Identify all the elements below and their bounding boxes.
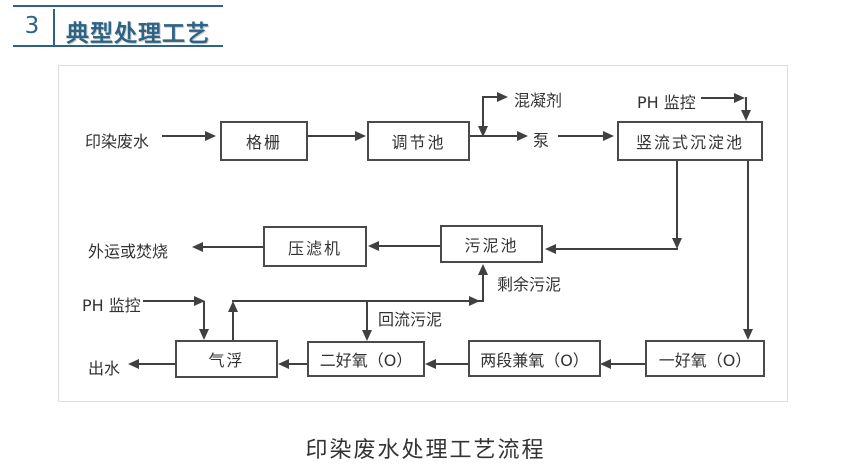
flow-line bbox=[747, 160, 749, 330]
flow-line bbox=[308, 135, 356, 137]
header-section-number: 3 bbox=[24, 13, 40, 39]
box-secondary-aerobic: 二好氧（O） bbox=[307, 341, 425, 377]
label-influent: 印染废水 bbox=[85, 132, 150, 151]
flow-line bbox=[135, 363, 175, 365]
flow-line bbox=[143, 300, 197, 302]
flow-line bbox=[558, 135, 604, 137]
box-sludge-tank: 污泥池 bbox=[440, 225, 543, 263]
box-primary-aerobic: 一好氧（O） bbox=[645, 340, 765, 377]
box-two-stage-facultative: 两段兼氧（O） bbox=[468, 340, 601, 377]
flow-line bbox=[232, 300, 484, 302]
flow-line bbox=[470, 135, 518, 137]
arrowhead bbox=[199, 329, 209, 340]
arrowhead bbox=[600, 359, 611, 369]
label-effluent: 出水 bbox=[88, 359, 121, 378]
arrowhead bbox=[278, 359, 289, 369]
arrowhead bbox=[194, 296, 205, 306]
arrowhead bbox=[425, 359, 436, 369]
arrowhead bbox=[741, 110, 751, 121]
box-air-flotation: 气浮 bbox=[175, 340, 278, 378]
arrowhead bbox=[545, 244, 556, 254]
arrowhead bbox=[355, 131, 366, 141]
arrowhead bbox=[743, 329, 753, 340]
label-excess-sludge: 剩余污泥 bbox=[497, 275, 562, 294]
arrowhead bbox=[228, 301, 238, 312]
flow-line bbox=[366, 302, 368, 331]
arrowhead bbox=[469, 296, 480, 306]
flow-line bbox=[372, 245, 440, 247]
label-ph-monitor-top: PH 监控 bbox=[637, 93, 696, 112]
arrowhead bbox=[603, 131, 614, 141]
flow-line bbox=[198, 246, 263, 248]
flow-line bbox=[701, 97, 737, 99]
arrowhead bbox=[517, 131, 528, 141]
flow-line bbox=[482, 97, 484, 126]
flow-line bbox=[430, 363, 468, 365]
flow-line bbox=[676, 160, 678, 239]
flow-line bbox=[482, 274, 484, 301]
flow-line bbox=[203, 301, 205, 330]
label-ph-monitor-bottom: PH 监控 bbox=[82, 296, 141, 315]
arrowhead bbox=[128, 359, 139, 369]
caption: 印染废水处理工艺流程 bbox=[305, 438, 546, 463]
arrowhead bbox=[362, 330, 372, 341]
box-vertical-flow-sedimentation-tank: 竖流式沉淀池 bbox=[617, 121, 763, 161]
arrowhead bbox=[205, 131, 216, 141]
box-filter-press: 压滤机 bbox=[263, 226, 367, 267]
arrowhead bbox=[192, 242, 203, 252]
arrowhead bbox=[368, 241, 379, 251]
flow-line bbox=[282, 363, 307, 365]
flow-line bbox=[605, 363, 645, 365]
header-top-rule bbox=[13, 5, 223, 7]
flow-line bbox=[745, 97, 747, 111]
label-return-sludge: 回流污泥 bbox=[378, 306, 443, 330]
flow-line bbox=[548, 248, 678, 250]
label-coagulant: 混凝剂 bbox=[514, 91, 563, 110]
header-title: 典型处理工艺 bbox=[66, 21, 210, 47]
box-bar-screen: 格栅 bbox=[220, 121, 308, 161]
arrowhead bbox=[672, 238, 682, 249]
header-divider bbox=[53, 9, 55, 46]
flow-line bbox=[482, 96, 498, 98]
flow-line bbox=[162, 135, 206, 137]
header-bottom-rule bbox=[13, 45, 223, 47]
label-pump: 泵 bbox=[533, 131, 550, 150]
label-offsite-disposal: 外运或焚烧 bbox=[88, 242, 169, 261]
box-regulating-tank: 调节池 bbox=[367, 121, 470, 161]
arrowhead bbox=[478, 264, 488, 275]
flow-line bbox=[232, 311, 234, 340]
arrowhead bbox=[734, 93, 745, 103]
arrowhead bbox=[497, 92, 508, 102]
arrowhead bbox=[478, 126, 488, 137]
